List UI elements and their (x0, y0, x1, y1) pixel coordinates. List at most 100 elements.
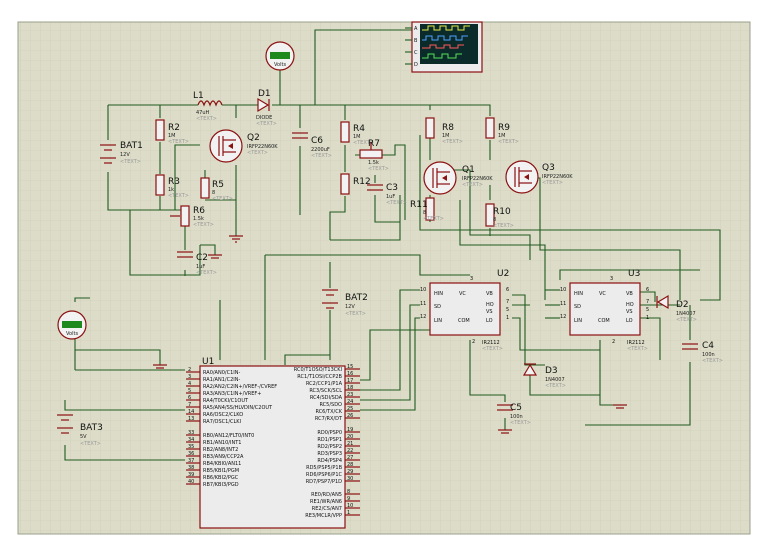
voltmeter-left[interactable]: Volts (57, 310, 87, 340)
capacitor-c2[interactable]: C2 1uF <TEXT> (177, 251, 217, 276)
diode-d3[interactable]: D3 1N4007 <TEXT> (522, 363, 566, 389)
oscilloscope[interactable]: A B C D (405, 21, 483, 73)
r3-text: <TEXT> (168, 193, 189, 199)
u1-right-pin-label: RC4/SDI/SDA (310, 395, 343, 401)
mosfet-q2[interactable]: Q2 IRFP22N60K <TEXT> (209, 129, 278, 163)
capacitor-c6[interactable]: C6 2200uF <TEXT> (292, 132, 332, 159)
u1-right-pin-number: 19 (347, 427, 353, 433)
battery-bat1[interactable]: BAT1 12V <TEXT> (100, 141, 143, 165)
r4-name: R4 (353, 124, 365, 134)
r8-name: R8 (442, 123, 454, 133)
u3-pin-ho: HO (626, 302, 634, 308)
u1-right-pin-number: 30 (347, 476, 353, 482)
d1-value: DIODE (256, 115, 272, 121)
resistor-r5[interactable]: R5 8 <TEXT> (200, 177, 233, 202)
u3-part: IR2112 (627, 340, 645, 346)
r9-text: <TEXT> (498, 139, 519, 145)
resistor-r12[interactable]: R12 (340, 173, 371, 195)
q1-value: IRFP22N60K (462, 176, 493, 182)
capacitor-c3[interactable]: C3 1uF <TEXT> (367, 183, 407, 206)
resistor-r2[interactable]: R2 1M <TEXT> (155, 119, 189, 145)
bat2-name: BAT2 (345, 293, 368, 303)
r12-name: R12 (353, 177, 371, 187)
u1-right-pin-label: RE1/WR/AN6 (310, 499, 342, 505)
u1-left-pin-number: 13 (188, 416, 194, 422)
resistor-r7[interactable]: R7 1.5k <TEXT> (359, 139, 389, 172)
u1-left-pin-number: 38 (188, 465, 194, 471)
resistor-r10[interactable]: R10 8 <TEXT> (485, 203, 514, 229)
u2-num-hin: 10 (420, 287, 426, 293)
r6-text: <TEXT> (193, 222, 214, 228)
resistor-r9[interactable]: R9 1M <TEXT> (485, 117, 519, 145)
u1-right-pin-number: 28 (347, 462, 353, 468)
scope-channel-d: D (414, 62, 418, 68)
u3-num-vs: 5 (646, 307, 649, 313)
resistor-r11[interactable]: R11 8 <TEXT> (410, 197, 444, 222)
u1-right-pin-label: RE2/CS/AN7 (312, 506, 342, 512)
u1-right-pin-number: 29 (347, 469, 353, 475)
u2-num-vb: 6 (506, 287, 509, 293)
c4-value: 100n (702, 352, 715, 358)
u1-left-pin-number: 2 (188, 367, 191, 373)
u1-right-pin-label: RE3/MCLR/VPP (305, 513, 342, 519)
u1-right-pin-label: RD3/PSP3 (317, 451, 342, 457)
u2-name: U2 (497, 269, 509, 279)
resistor-r4[interactable]: R4 1M <TEXT> (340, 121, 374, 146)
r2-name: R2 (168, 123, 180, 133)
r11-name: R11 (410, 200, 428, 210)
inductor-l1[interactable]: L1 47uH <TEXT> (193, 91, 223, 122)
c6-value: 2200uF (311, 147, 330, 153)
u2-pin-com: COM (458, 318, 470, 324)
mosfet-q3[interactable]: Q3 IRFP22N60K <TEXT> (505, 160, 573, 194)
u1-right-pin-group: 15RC0/T1OSO/T13CKI16RC1/T1OSI/CCP2B17RC2… (294, 364, 360, 519)
u1-left-pin-label: RA0/AN0/C1IN- (203, 370, 240, 376)
l1-name: L1 (193, 91, 204, 101)
u2-pin-vb: VB (486, 291, 493, 297)
u1-name: U1 (202, 357, 214, 367)
q1-text: <TEXT> (462, 182, 483, 188)
resistor-r8[interactable]: R8 1M <TEXT> (425, 117, 463, 145)
r9-name: R9 (498, 123, 510, 133)
sheet-grid (18, 22, 750, 534)
bat3-text: <TEXT> (80, 441, 101, 447)
u1-right-pin-label: RD6/PSP6/P1C (306, 472, 342, 478)
r2-value: 1M (168, 133, 176, 139)
u1-left-pin-number: 40 (188, 479, 194, 485)
bat1-text: <TEXT> (120, 159, 141, 165)
u3-num-lin: 12 (560, 314, 566, 320)
sheet-border (17, 21, 751, 535)
battery-bat3[interactable]: BAT3 5V <TEXT> (57, 414, 103, 447)
u1-left-pin-number: 37 (188, 458, 194, 464)
capacitor-c5[interactable]: C5 100n <TEXT> (497, 403, 531, 426)
capacitor-c4[interactable]: C4 100n <TEXT> (682, 341, 723, 364)
u1-right-pin-number: 1 (347, 510, 350, 516)
u2-num-lin: 12 (420, 314, 426, 320)
u1-left-pin-number: 39 (188, 472, 194, 478)
u1-right-pin-number: 21 (347, 441, 353, 447)
u1-right-pin-number: 26 (347, 413, 353, 419)
r8-value: 1M (442, 133, 450, 139)
battery-bat2[interactable]: BAT2 12V <TEXT> (322, 289, 368, 317)
u1-right-pin-number: 24 (347, 399, 353, 405)
u1-right-pin-number: 23 (347, 392, 353, 398)
resistor-r3[interactable]: R3 1k <TEXT> (155, 174, 189, 199)
mosfet-q1[interactable]: Q1 IRFP22N60K <TEXT> (423, 161, 493, 195)
diode-d2[interactable]: D2 1N4007 <TEXT> (656, 294, 697, 323)
voltmeter-top[interactable]: Volts (265, 41, 295, 71)
u1-left-pin-label: RB6/KBI2/PGC (203, 475, 239, 481)
u3-pin-hin: HIN (574, 291, 583, 297)
u1-right-pin-number: 27 (347, 455, 353, 461)
driver-u3[interactable]: U3 HIN VC VB SD HO VS LIN COM LO 10 11 1… (560, 269, 649, 352)
scope-channel-c: C (414, 50, 418, 56)
bat1-value: 12V (120, 152, 130, 158)
u1-right-pin-label: RD4/PSP4 (317, 458, 342, 464)
diode-d1[interactable]: D1 DIODE <TEXT> (256, 89, 277, 127)
r8-text: <TEXT> (442, 139, 463, 145)
driver-u2[interactable]: U2 HIN VC VB SD HO VS LIN COM LO 10 11 1… (420, 269, 509, 352)
r5-value: 8 (212, 190, 215, 196)
resistor-r6[interactable]: R6 1.5k <TEXT> (170, 205, 214, 228)
u3-num-ho: 7 (646, 299, 649, 305)
u1-right-pin-label: RD5/PSP5/P1B (306, 465, 342, 471)
